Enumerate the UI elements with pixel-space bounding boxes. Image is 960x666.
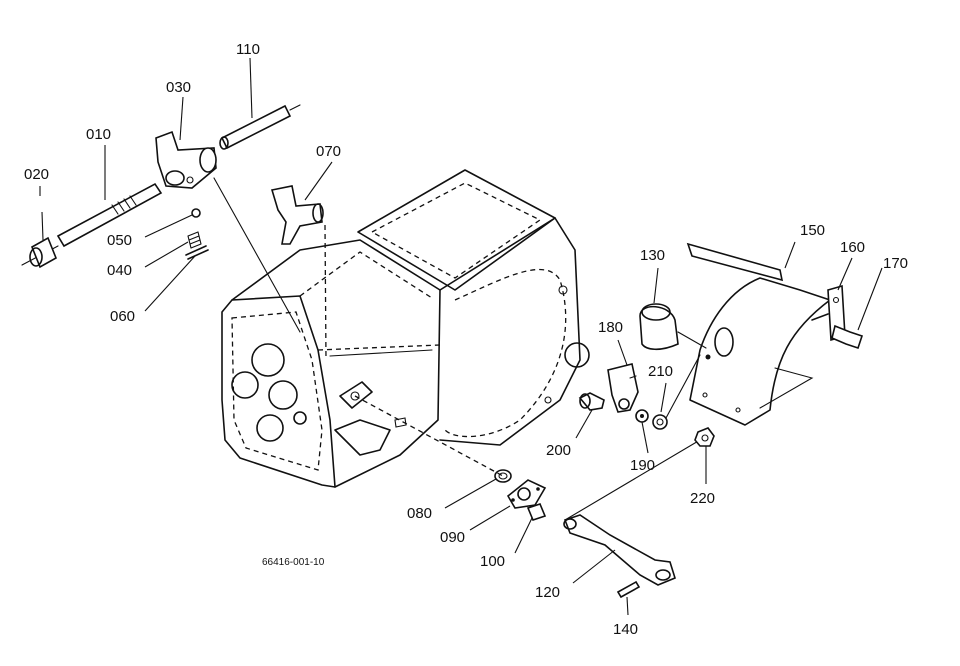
callout-180: 180 [598, 319, 623, 336]
pin-140 [616, 580, 641, 599]
callout-110: 110 [236, 41, 260, 58]
callout-200: 200 [546, 442, 571, 459]
shift-fork-030 [155, 130, 217, 189]
callout-130: 130 [640, 247, 665, 264]
pedal-pad-130 [639, 303, 707, 351]
transmission-case [221, 169, 590, 488]
lever-070 [270, 185, 324, 245]
plate-090 [506, 479, 547, 509]
o-ring-080 [494, 469, 512, 483]
bracket-150 [686, 242, 831, 426]
callout-160: 160 [840, 239, 865, 256]
bolt-200 [578, 392, 605, 411]
callout-210: 210 [648, 363, 673, 380]
bracket-180 [607, 363, 639, 413]
pedal-arm-120 [563, 439, 701, 586]
callout-220: 220 [690, 490, 715, 507]
washer-190 [635, 409, 649, 423]
ball-050 [191, 208, 201, 218]
callout-090: 090 [440, 529, 465, 546]
callout-120: 120 [535, 584, 560, 601]
callout-070: 070 [316, 143, 341, 160]
callout-170: 170 [883, 255, 908, 272]
callout-080: 080 [407, 505, 432, 522]
washer-210 [652, 414, 668, 430]
callout-150: 150 [800, 222, 825, 239]
callout-010: 010 [86, 126, 111, 143]
collar-020 [29, 236, 58, 269]
drawing-id: 66416-001-10 [262, 557, 325, 568]
leader-lines [39, 57, 883, 616]
rod-110 [219, 104, 301, 150]
pin-060 [185, 245, 209, 260]
callout-060: 060 [110, 308, 135, 325]
callout-190: 190 [630, 457, 655, 474]
bolt-170 [831, 324, 864, 350]
callout-040: 040 [107, 262, 132, 279]
axis-line-080 [354, 395, 504, 477]
callout-140: 140 [613, 621, 638, 638]
callout-labels: 010 020 030 040 050 060 070 080 090 100 … [24, 41, 908, 638]
nut-220 [694, 427, 715, 447]
callout-050: 050 [107, 232, 132, 249]
assembly-line [213, 177, 301, 333]
shift-shaft-010 [21, 182, 163, 266]
callout-020: 020 [24, 166, 49, 183]
callout-100: 100 [480, 553, 505, 570]
callout-030: 030 [166, 79, 191, 96]
axis-line-210 [665, 354, 701, 419]
bolt-100 [526, 503, 547, 521]
spring-040 [187, 231, 202, 249]
